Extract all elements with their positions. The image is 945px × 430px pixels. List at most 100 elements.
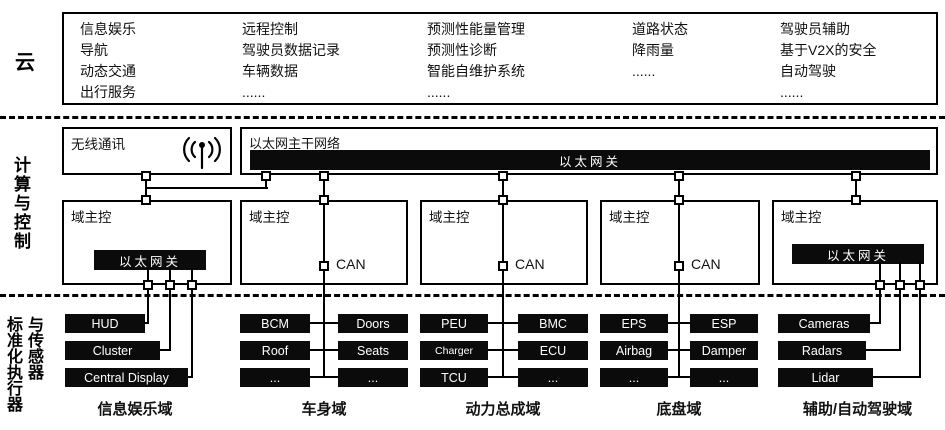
connection-line <box>668 376 690 378</box>
cloud-item: ...... <box>632 63 656 79</box>
cloud-item: 降雨量 <box>632 42 674 58</box>
device-roof: Roof <box>240 341 310 360</box>
connection-line <box>145 322 149 324</box>
cloud-item: 预测性诊断 <box>427 42 497 58</box>
connection-line <box>265 175 267 189</box>
ethernet-backbone-label: 以太网主干网络 <box>249 136 341 151</box>
cloud-column-environment: 道路状态 降雨量 ...... <box>632 19 688 82</box>
port-connector <box>915 280 925 290</box>
port-connector <box>319 195 329 205</box>
side-label-compute: 计算与控制 <box>11 156 30 251</box>
device-doors: Doors <box>338 314 408 333</box>
connection-line <box>169 268 171 351</box>
can-tap-connector <box>498 261 508 271</box>
device-eps: EPS <box>600 314 668 333</box>
device-airbag: Airbag <box>600 341 668 360</box>
cloud-column-predictive: 预测性能量管理 预测性诊断 智能自维护系统 ...... <box>427 19 525 103</box>
port-connector <box>143 280 153 290</box>
device-seats: Seats <box>338 341 408 360</box>
connection-line <box>870 322 881 324</box>
cloud-item: 预测性能量管理 <box>427 21 525 37</box>
connection-line <box>323 175 325 200</box>
domain-controller-title: 域主控 <box>71 210 112 225</box>
device-esp: ESP <box>690 314 758 333</box>
port-connector <box>674 171 684 181</box>
device-tcu: TCU <box>420 368 488 387</box>
device-more: ... <box>600 368 668 387</box>
connection-line <box>879 262 881 324</box>
can-bus-label: CAN <box>336 256 366 272</box>
ethernet-gateway-bar: 以太网关 <box>792 244 924 264</box>
device-central-display: Central Display <box>65 368 188 387</box>
group-label-body: 车身域 <box>301 401 347 418</box>
port-connector <box>498 195 508 205</box>
can-bus-spine <box>678 200 680 377</box>
port-connector <box>851 171 861 181</box>
domain-controller-adas: 域主控 以太网关 <box>772 200 938 285</box>
domain-controller-title: 域主控 <box>781 210 822 225</box>
can-tap-connector <box>674 261 684 271</box>
device-more: ... <box>338 368 408 387</box>
connection-line <box>310 322 338 324</box>
domain-controller-title: 域主控 <box>429 210 470 225</box>
domain-controller-powertrain: 域主控 <box>420 200 588 285</box>
device-peu: PEU <box>420 314 488 333</box>
device-lidar: Lidar <box>778 368 873 387</box>
port-connector <box>895 280 905 290</box>
cloud-item: 远程控制 <box>242 21 298 37</box>
ethernet-backbone-box: 以太网主干网络 以太网关 <box>240 127 938 175</box>
cloud-column-adas: 驾驶员辅助 基于V2X的安全 自动驾驶 ...... <box>780 19 876 103</box>
port-connector <box>141 171 151 181</box>
side-label-cloud: 云 <box>15 52 35 74</box>
port-connector <box>674 195 684 205</box>
connection-line <box>668 322 690 324</box>
group-label-chassis: 底盘域 <box>656 401 702 418</box>
device-bmc: BMC <box>518 314 588 333</box>
can-bus-spine <box>502 200 504 377</box>
cloud-item: 基于V2X的安全 <box>780 42 877 58</box>
connection-line <box>310 349 338 351</box>
connection-line <box>310 376 338 378</box>
port-connector <box>851 195 861 205</box>
can-bus-label: CAN <box>515 256 545 272</box>
connection-line <box>191 268 193 378</box>
device-ecu: ECU <box>518 341 588 360</box>
cloud-item: 车辆数据 <box>242 63 298 79</box>
connection-line <box>919 262 921 378</box>
connection-line <box>188 376 193 378</box>
cloud-item: 智能自维护系统 <box>427 63 525 79</box>
connection-line <box>668 349 690 351</box>
connection-line <box>502 175 504 200</box>
cloud-item: ...... <box>427 84 451 100</box>
connection-line <box>866 349 901 351</box>
device-damper: Damper <box>690 341 758 360</box>
cloud-item: ...... <box>242 84 266 100</box>
domain-controller-chassis: 域主控 <box>600 200 760 285</box>
cloud-item: 动态交通 <box>80 63 136 79</box>
cloud-item: 道路状态 <box>632 21 688 37</box>
device-hud: HUD <box>65 314 145 333</box>
port-connector <box>141 195 151 205</box>
cloud-column-infotainment: 信息娱乐 导航 动态交通 出行服务 <box>80 19 136 103</box>
cloud-item: 信息娱乐 <box>80 21 136 37</box>
connection-line <box>160 349 171 351</box>
device-cameras: Cameras <box>778 314 870 333</box>
device-more: ... <box>240 368 310 387</box>
group-label-infotainment: 信息娱乐域 <box>97 401 173 418</box>
device-more: ... <box>518 368 588 387</box>
device-radars: Radars <box>778 341 866 360</box>
cloud-item: ...... <box>780 84 804 100</box>
wireless-comm-label: 无线通讯 <box>71 137 125 152</box>
can-bus-spine <box>323 200 325 377</box>
cloud-item: 驾驶员辅助 <box>780 21 850 37</box>
device-charger: Charger <box>420 341 488 360</box>
antenna-icon <box>183 136 221 170</box>
cloud-item: 驾驶员数据记录 <box>242 42 340 58</box>
separator-compute-devices <box>0 294 945 297</box>
cloud-item: 导航 <box>80 42 108 58</box>
can-bus-label: CAN <box>691 256 721 272</box>
connection-line <box>145 187 268 189</box>
wireless-comm-box: 无线通讯 <box>62 127 232 175</box>
backbone-gateway-bar: 以太网关 <box>250 150 930 170</box>
